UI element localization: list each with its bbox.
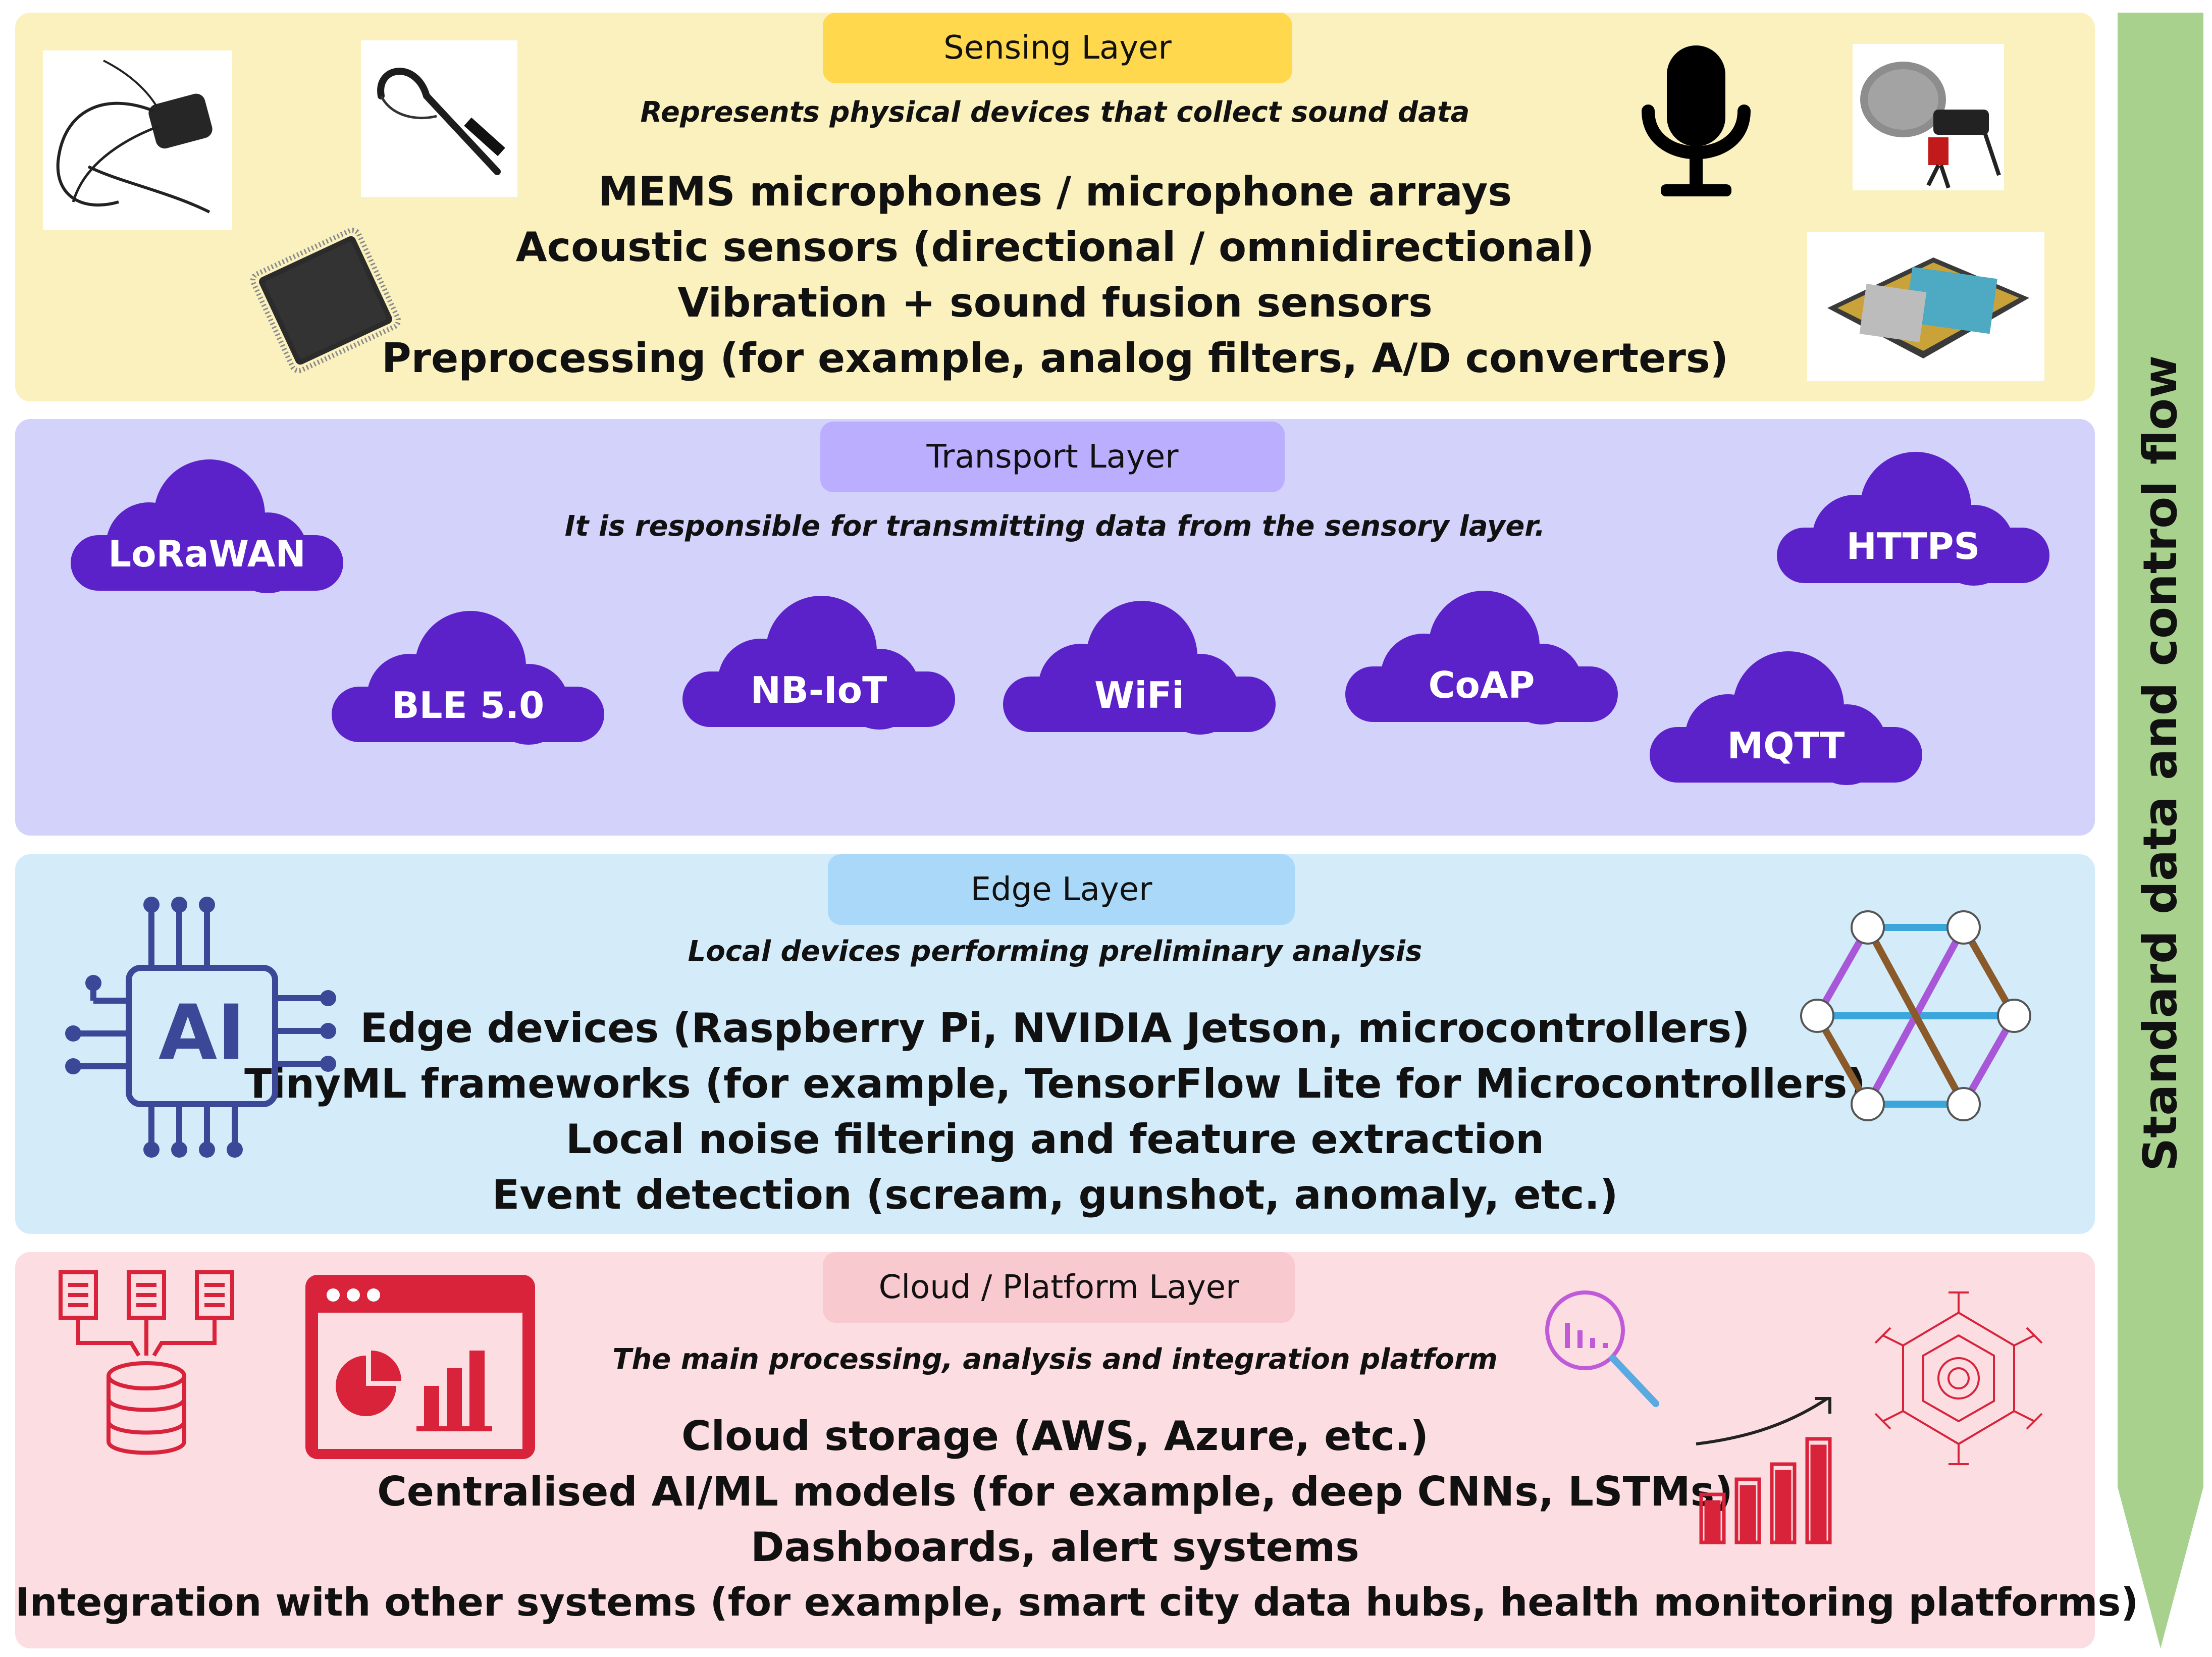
- microphone-icon: [1630, 35, 1762, 202]
- platform-bullet: Integration with other systems (for exam…: [15, 1580, 2139, 1625]
- platform-bullet: Centralised AI/ML models (for example, d…: [377, 1468, 1733, 1515]
- growth-chart-icon: [1686, 1388, 1848, 1545]
- network-graph-icon: [1800, 910, 2032, 1122]
- documents-to-database-icon: [56, 1267, 237, 1464]
- chip-photo: [247, 225, 404, 376]
- edge-layer-subtitle: Local devices performing preliminary ana…: [688, 935, 1423, 968]
- protocol-label: LoRaWAN: [108, 533, 306, 575]
- transport-layer: Transport Layer It is responsible for tr…: [15, 419, 2095, 836]
- sensor-cable-photo: [43, 50, 232, 230]
- transport-layer-title: Transport Layer: [820, 422, 1285, 492]
- protocol-label: CoAP: [1428, 664, 1535, 706]
- protocol-label: WiFi: [1094, 674, 1184, 716]
- platform-layer: Cloud / Platform Layer The main processi…: [15, 1252, 2139, 1648]
- search-analytics-icon: [1537, 1282, 1673, 1414]
- sensing-bullets: MEMS microphones / microphone arrays Aco…: [15, 164, 2095, 386]
- ai-chip-icon: AI: [45, 885, 338, 1172]
- sensing-bullet: MEMS microphones / microphone arrays: [598, 168, 1512, 215]
- protocol-label: NB-IoT: [750, 669, 887, 711]
- platform-layer-title: Cloud / Platform Layer: [823, 1252, 1295, 1323]
- sensing-layer-title: Sensing Layer: [823, 13, 1292, 83]
- edge-layer-title: Edge Layer: [828, 854, 1295, 925]
- protocol-cloud-coap: CoAP: [1340, 581, 1623, 752]
- edge-bullet: Local noise filtering and feature extrac…: [565, 1116, 1545, 1163]
- sensing-bullet: Preprocessing (for example, analog filte…: [381, 335, 1729, 382]
- protocol-cloud-ble: BLE 5.0: [327, 601, 609, 772]
- platform-layer-subtitle: The main processing, analysis and integr…: [612, 1343, 1498, 1376]
- sensing-layer: Sensing Layer Represents physical device…: [15, 13, 2095, 401]
- sensing-layer-subtitle: Represents physical devices that collect…: [640, 96, 1470, 129]
- sensing-bullet: Vibration + sound fusion sensors: [677, 279, 1433, 326]
- platform-bullet: Cloud storage (AWS, Azure, etc.): [681, 1413, 1429, 1460]
- platform-bullet: Dashboards, alert systems: [751, 1524, 1359, 1571]
- protocol-cloud-nbiot: NB-IoT: [677, 586, 960, 757]
- protocol-label: BLE 5.0: [391, 684, 545, 727]
- edge-bullet: Event detection (scream, gunshot, anomal…: [492, 1171, 1618, 1218]
- ai-chip-label: AI: [159, 989, 245, 1077]
- protocol-cloud-https: HTTPS: [1772, 442, 2055, 613]
- edge-layer: Edge Layer Local devices performing prel…: [15, 854, 2095, 1234]
- shotgun-microphone-photo: [1853, 44, 2004, 190]
- mems-sensor-photo: [1807, 232, 2044, 381]
- dashboard-icon: [303, 1272, 538, 1462]
- protocol-label: MQTT: [1727, 724, 1845, 767]
- protocol-cloud-wifi: WiFi: [998, 591, 1281, 762]
- hexagon-network-icon: [1873, 1287, 2044, 1469]
- probe-microphone-photo: [361, 40, 517, 197]
- flow-arrow: [2113, 13, 2208, 1651]
- platform-bullets: Cloud storage (AWS, Azure, etc.) Central…: [15, 1409, 2139, 1631]
- transport-layer-subtitle: It is responsible for transmitting data …: [564, 510, 1546, 543]
- protocol-label: HTTPS: [1846, 525, 1980, 567]
- edge-bullet: Edge devices (Raspberry Pi, NVIDIA Jetso…: [360, 1005, 1750, 1052]
- sensing-bullet: Acoustic sensors (directional / omnidire…: [515, 224, 1595, 271]
- protocol-cloud-mqtt: MQTT: [1645, 641, 1927, 813]
- protocol-cloud-lorawan: LoRaWAN: [66, 449, 348, 621]
- edge-bullets: Edge devices (Raspberry Pi, NVIDIA Jetso…: [15, 1001, 2095, 1223]
- edge-bullet: TinyML frameworks (for example, TensorFl…: [244, 1060, 1866, 1107]
- flow-label: Standard data and control flow: [2133, 355, 2187, 1171]
